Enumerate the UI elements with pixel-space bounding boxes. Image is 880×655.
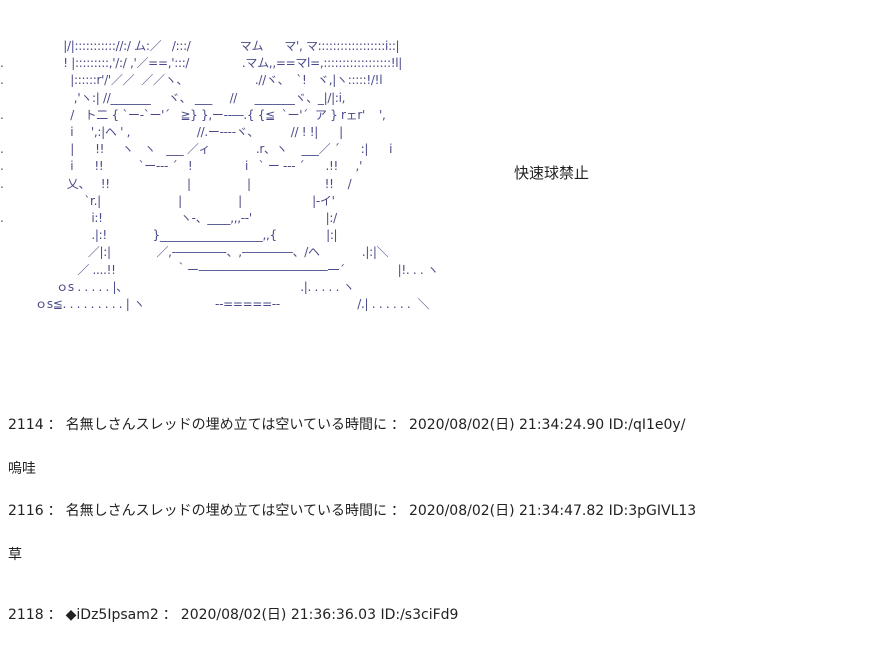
post-colon: ：	[390, 417, 405, 433]
post-body: 嗚哇	[8, 461, 36, 477]
post-author-name: 名無しさんスレッドの埋め立ては空いている時間に	[65, 503, 387, 519]
post-2118: 2118：◆iDz5Ipsam2：2020/08/02(日) 21:36:36.…	[8, 604, 458, 648]
post-id: ID:/s3ciFd9	[380, 607, 459, 623]
post-2116: 2116：名無しさんスレッドの埋め立ては空いている時間に：2020/08/02(…	[8, 500, 696, 564]
post-colon: ：	[47, 607, 62, 623]
ascii-art: |/|::::::::::://:/ ム:／ /:::/ マム マ', マ:::…	[0, 39, 439, 312]
post-date: 2020/08/02(日) 21:34:47.82	[408, 503, 605, 519]
post-colon: ：	[390, 503, 405, 519]
post-id: ID:3pGIVL13	[608, 503, 697, 519]
post-author-name: 名無しさんスレッドの埋め立ては空いている時間に	[65, 417, 387, 433]
post-number: 2118	[8, 607, 44, 623]
post-date: 2020/08/02(日) 21:36:36.03	[180, 607, 376, 623]
post-date: 2020/08/02(日) 21:34:24.90	[408, 417, 605, 433]
post-number: 2116	[8, 503, 44, 519]
post-colon: ：	[47, 417, 62, 433]
post-2114: 2114：名無しさんスレッドの埋め立ては空いている時間に：2020/08/02(…	[8, 414, 685, 478]
post-author-name: ◆iDz5Ipsam2	[65, 607, 159, 623]
post-header: 2116：名無しさんスレッドの埋め立ては空いている時間に：2020/08/02(…	[8, 500, 696, 520]
post-number: 2114	[8, 417, 44, 433]
post-colon: ：	[162, 607, 177, 623]
post-colon: ：	[47, 503, 62, 519]
post-header: 2114：名無しさんスレッドの埋め立ては空いている時間に：2020/08/02(…	[8, 414, 685, 434]
post-id: ID:/qI1e0y/	[608, 417, 686, 433]
post-body: 草	[8, 547, 22, 563]
post-header: 2118：◆iDz5Ipsam2：2020/08/02(日) 21:36:36.…	[8, 604, 458, 624]
ascii-art-caption: 快速球禁止	[514, 164, 590, 182]
ascii-art-area: |/|::::::::::://:/ ム:／ /:::/ マム マ', マ:::…	[0, 39, 590, 312]
